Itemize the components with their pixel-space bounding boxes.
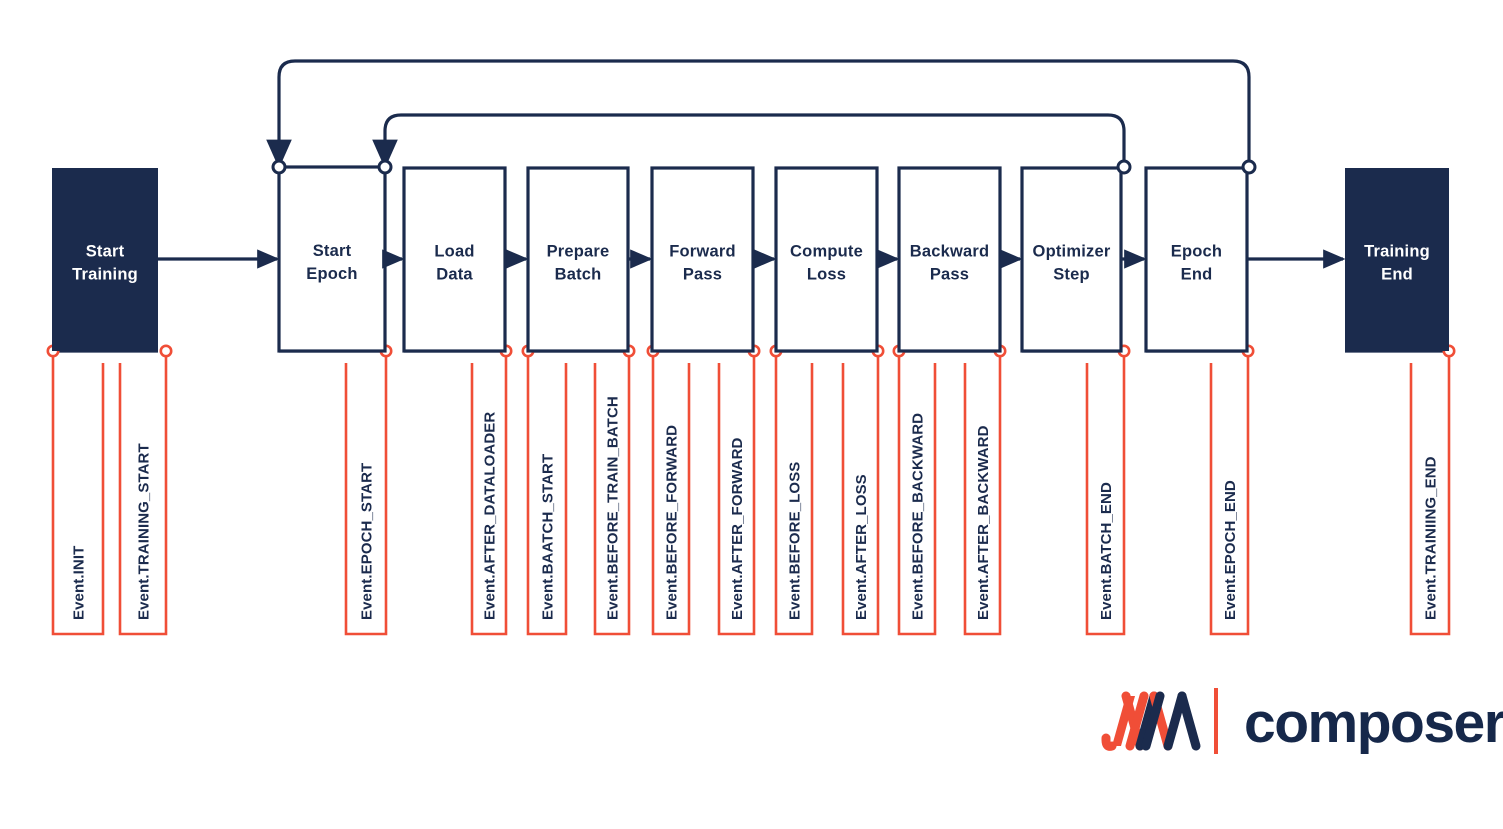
event-before-forward: Event.BEFORE_FORWARD xyxy=(648,346,689,634)
event-training-end: Event.TRAINIING_END xyxy=(1411,346,1454,634)
stage-label-line1: Training xyxy=(1364,243,1430,261)
stage-prepare-batch[interactable]: PrepareBatch xyxy=(528,168,628,351)
event-label: Event.BEFORE_FORWARD xyxy=(664,425,681,620)
event-label: Event.AFTER_FORWARD xyxy=(729,437,746,620)
stage-start-training[interactable]: StartTraining xyxy=(52,168,158,351)
loop-node-circle-1 xyxy=(379,161,391,173)
event-label: Event.AFTER_DATALOADER xyxy=(482,412,499,620)
stage-label-line1: Backward xyxy=(910,243,990,261)
event-node-circle xyxy=(161,346,171,356)
stage-compute-loss[interactable]: ComputeLoss xyxy=(776,168,877,351)
event-before-train-batch: Event.BEFORE_TRAIN_BATCH xyxy=(595,346,634,634)
stage-backward-pass[interactable]: BackwardPass xyxy=(899,168,1000,351)
event-label: Event.EPOCH_START xyxy=(359,463,376,620)
stage-label-line2: Pass xyxy=(930,266,969,284)
event-before-loss: Event.BEFORE_LOSS xyxy=(771,346,812,634)
stage-label-line2: Training xyxy=(72,266,138,284)
stage-label-line1: Compute xyxy=(790,243,863,261)
loop-node-circle-3 xyxy=(1243,161,1255,173)
loop-arrows-group xyxy=(279,61,1249,167)
event-epoch-start: Event.EPOCH_START xyxy=(346,346,391,634)
event-label: Event.BAATCH_START xyxy=(540,454,557,620)
event-after-backward: Event.AFTER_BACKWARD xyxy=(965,346,1005,634)
stage-label-line1: Forward xyxy=(669,243,736,261)
logo-wordmark: composer xyxy=(1244,691,1503,755)
stage-label-line1: Optimizer xyxy=(1033,243,1111,261)
stage-optimizer-step[interactable]: OptimizerStep xyxy=(1022,168,1121,351)
event-label: Event.BEFORE_LOSS xyxy=(787,462,804,620)
stage-label-line1: Prepare xyxy=(547,243,610,261)
stage-label-line1: Load xyxy=(434,243,474,261)
loop-arrow-batch-loop xyxy=(385,115,1124,167)
stage-forward-pass[interactable]: ForwardPass xyxy=(652,168,753,351)
event-label: Event.AFTER_LOSS xyxy=(853,474,870,620)
event-batch-end: Event.BATCH_END xyxy=(1087,346,1129,634)
event-label: Event.BATCH_END xyxy=(1098,482,1115,620)
event-after-forward: Event.AFTER_FORWARD xyxy=(719,346,759,634)
event-label: Event.BEFORE_TRAIN_BATCH xyxy=(605,396,622,620)
stage-epoch-end[interactable]: EpochEnd xyxy=(1146,168,1247,351)
event-after-loss: Event.AFTER_LOSS xyxy=(843,346,883,634)
event-label: Event.EPOCH_END xyxy=(1222,480,1239,620)
loop-node-circle-0 xyxy=(273,161,285,173)
stage-label-line2: Loss xyxy=(807,266,846,284)
event-init: Event.INIT xyxy=(48,346,103,634)
stage-label-line2: Epoch xyxy=(306,265,357,283)
event-label: Event.AFTER_BACKWARD xyxy=(975,425,992,620)
composer-zigzag-mark xyxy=(1106,696,1196,746)
event-label: Event.TRAINING_START xyxy=(136,443,153,620)
stage-label-line2: Batch xyxy=(555,266,602,284)
event-batch-start: Event.BAATCH_START xyxy=(523,346,566,634)
event-training-start: Event.TRAINING_START xyxy=(120,346,171,634)
stage-label-line2: Step xyxy=(1053,266,1090,284)
event-label: Event.TRAINIING_END xyxy=(1423,456,1440,620)
loop-node-circle-2 xyxy=(1118,161,1130,173)
event-label: Event.BEFORE_BACKWARD xyxy=(910,413,927,620)
event-hooks-group: Event.INIT Event.TRAINING_START Event.EPOC… xyxy=(48,346,1454,634)
composer-logo: composer xyxy=(1106,688,1503,755)
loop-path-batch-loop xyxy=(385,115,1124,167)
stage-label-line2: Pass xyxy=(683,266,722,284)
stage-training-end[interactable]: TrainingEnd xyxy=(1345,168,1449,351)
event-before-backward: Event.BEFORE_BACKWARD xyxy=(894,346,935,634)
stage-label-line1: Start xyxy=(313,242,352,260)
stage-start-epoch[interactable]: StartEpoch xyxy=(279,167,385,351)
stage-label-line1: Epoch xyxy=(1171,243,1222,261)
event-label: Event.INIT xyxy=(71,546,88,620)
stage-label-line2: End xyxy=(1181,266,1213,284)
event-epoch-end: Event.EPOCH_END xyxy=(1211,346,1253,634)
stage-label-line2: End xyxy=(1381,266,1413,284)
stage-label-line1: Start xyxy=(86,243,125,261)
stage-label-line2: Data xyxy=(436,266,473,284)
stage-load-data[interactable]: LoadData xyxy=(404,168,505,351)
logo-divider xyxy=(1214,688,1218,754)
event-after-dataloader: Event.AFTER_DATALOADER xyxy=(472,346,511,634)
